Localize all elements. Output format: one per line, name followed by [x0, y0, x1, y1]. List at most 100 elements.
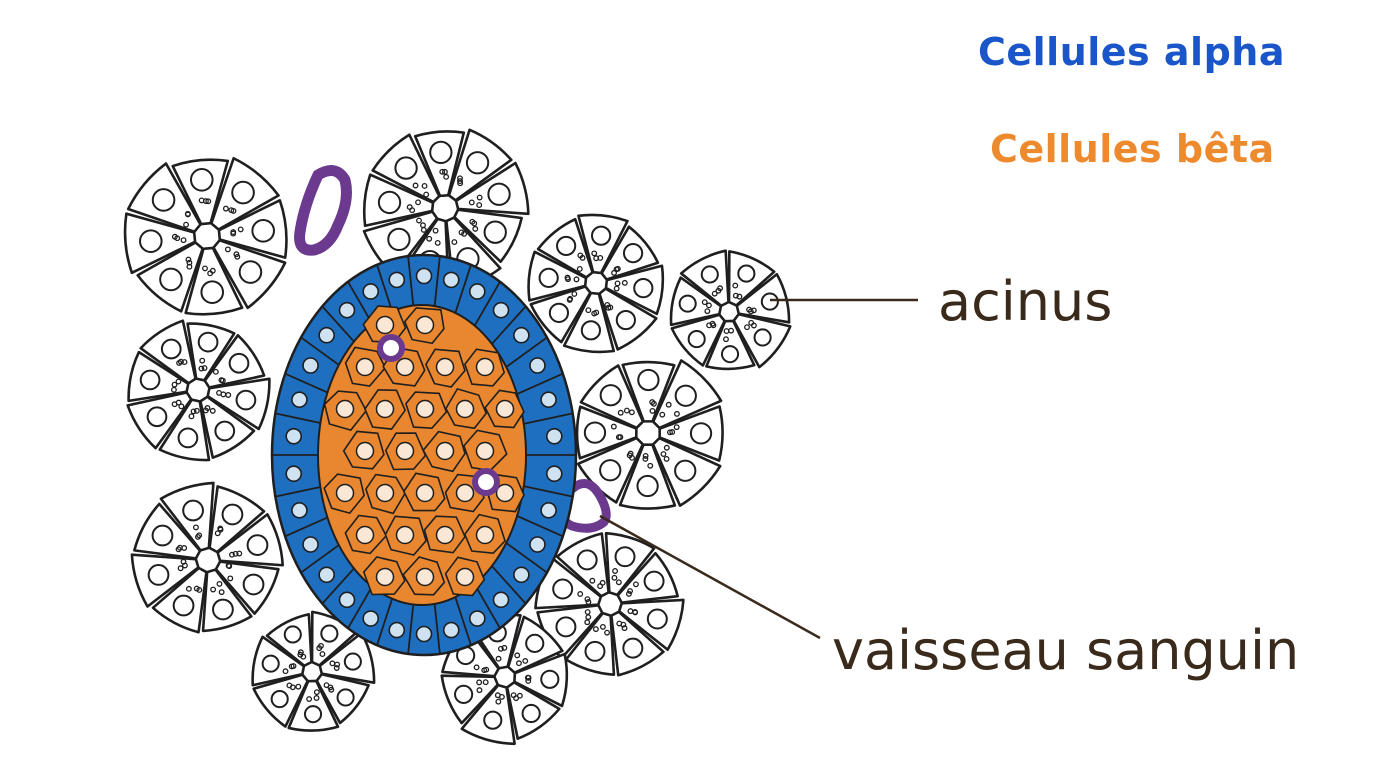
acinar-nucleus — [139, 229, 163, 254]
acinar-nucleus — [576, 549, 598, 571]
acinar-nucleus — [556, 235, 577, 257]
zymogen-granule — [434, 239, 441, 246]
zymogen-granule — [297, 649, 304, 656]
beta-cell-nucleus — [375, 315, 395, 335]
zymogen-granule — [623, 407, 630, 414]
zymogen-granule — [669, 429, 676, 435]
alpha-cell-nucleus — [545, 465, 563, 483]
zymogen-granule — [233, 251, 240, 258]
beta-cell-nucleus — [435, 525, 455, 545]
zymogen-granule — [617, 409, 624, 416]
zymogen-granule — [193, 407, 200, 414]
zymogen-granule — [611, 574, 618, 581]
beta-cell-nucleus — [335, 399, 355, 419]
acinar-nucleus — [377, 190, 402, 215]
acinar-nucleus — [246, 534, 269, 556]
zymogen-granule — [282, 668, 289, 675]
beta-cell-nucleus — [475, 357, 495, 377]
zymogen-granule — [750, 307, 757, 314]
beta-cell-nucleus — [415, 567, 435, 587]
acinar-nucleus — [182, 499, 204, 522]
beta-cell-nucleus — [355, 357, 375, 377]
zymogen-granule — [421, 182, 428, 189]
legend-alpha-cells: Cellules alpha — [978, 30, 1285, 74]
beta-cell-nucleus — [435, 441, 455, 461]
acinar-nucleus — [760, 292, 779, 311]
zymogen-granule — [649, 407, 656, 414]
alpha-cell-nucleus — [338, 301, 356, 319]
beta-cell-nucleus — [415, 315, 435, 335]
acinar-nucleus — [583, 421, 607, 444]
zymogen-granule — [286, 682, 293, 689]
zymogen-granule — [443, 173, 450, 180]
zymogen-granule — [667, 429, 673, 436]
zymogen-granule — [627, 588, 633, 594]
acinar-nucleus — [231, 180, 255, 205]
zymogen-granule — [627, 450, 634, 457]
acinar-nucleus — [465, 151, 490, 175]
zymogen-granule — [723, 328, 730, 335]
beta-cell-nucleus — [455, 483, 475, 503]
acinar-nucleus — [394, 156, 418, 180]
zymogen-granule — [576, 265, 583, 272]
zymogen-granule — [175, 546, 182, 553]
zymogen-granule — [610, 423, 617, 430]
acinar-nucleus — [599, 384, 622, 407]
zymogen-granule — [650, 400, 657, 407]
acinus — [130, 481, 285, 634]
zymogen-granule — [604, 629, 611, 636]
acinar-nucleus — [555, 616, 577, 638]
alpha-cell-nucleus — [540, 391, 557, 408]
acinar-nucleus — [737, 264, 756, 283]
acinar-nucleus — [580, 320, 602, 341]
zymogen-granule — [229, 551, 235, 558]
zymogen-granule — [175, 399, 182, 406]
beta-cell-nucleus — [475, 441, 495, 461]
alpha-cell-nucleus — [415, 625, 433, 643]
acinar-nucleus — [336, 688, 355, 707]
acinar-nucleus — [720, 345, 740, 364]
zymogen-granule — [214, 530, 221, 537]
acinar-nucleus — [303, 705, 323, 724]
alpha-cell-nucleus — [362, 283, 380, 300]
acinar-nucleus — [197, 331, 219, 353]
zymogen-granule — [614, 280, 621, 287]
alpha-cell-nucleus — [291, 502, 308, 519]
acinar-nucleus — [159, 267, 183, 292]
alpha-cell-nucleus — [540, 502, 557, 519]
zymogen-granule — [736, 293, 743, 300]
zymogen-granule — [591, 250, 598, 257]
zymogen-granule — [597, 583, 604, 590]
zymogen-granule — [295, 683, 302, 690]
zymogen-granule — [432, 227, 439, 234]
zymogen-granule — [585, 307, 592, 314]
zymogen-granule — [711, 290, 718, 297]
zymogen-granule — [620, 621, 627, 628]
beta-cell-nucleus — [395, 357, 415, 377]
beta-cell-nucleus — [435, 357, 455, 377]
acinar-nucleus — [177, 427, 199, 449]
acinar-nucleus — [615, 309, 636, 331]
zymogen-granule — [663, 455, 670, 462]
zymogen-granule — [611, 269, 618, 276]
acinar-cell — [621, 360, 676, 423]
acinar-nucleus — [643, 570, 665, 592]
beta-cell-nucleus — [455, 399, 475, 419]
beta-cell-nucleus — [415, 483, 435, 503]
zymogen-granule — [196, 532, 203, 539]
zymogen-granule — [673, 424, 680, 431]
zymogen-granule — [501, 644, 508, 651]
zymogen-granule — [709, 320, 716, 327]
zymogen-granule — [199, 357, 206, 364]
acinar-nucleus — [238, 260, 263, 284]
zymogen-granule — [585, 599, 592, 605]
acinar-nucleus — [687, 330, 706, 349]
zymogen-granule — [193, 585, 200, 592]
beta-cell-nucleus — [395, 525, 415, 545]
zymogen-granule — [673, 410, 680, 417]
zymogen-granule — [612, 568, 619, 574]
beta-cell-nucleus — [375, 399, 395, 419]
acinar-nucleus — [614, 546, 636, 568]
alpha-cell-nucleus — [513, 566, 530, 584]
zymogen-granule — [333, 665, 340, 671]
